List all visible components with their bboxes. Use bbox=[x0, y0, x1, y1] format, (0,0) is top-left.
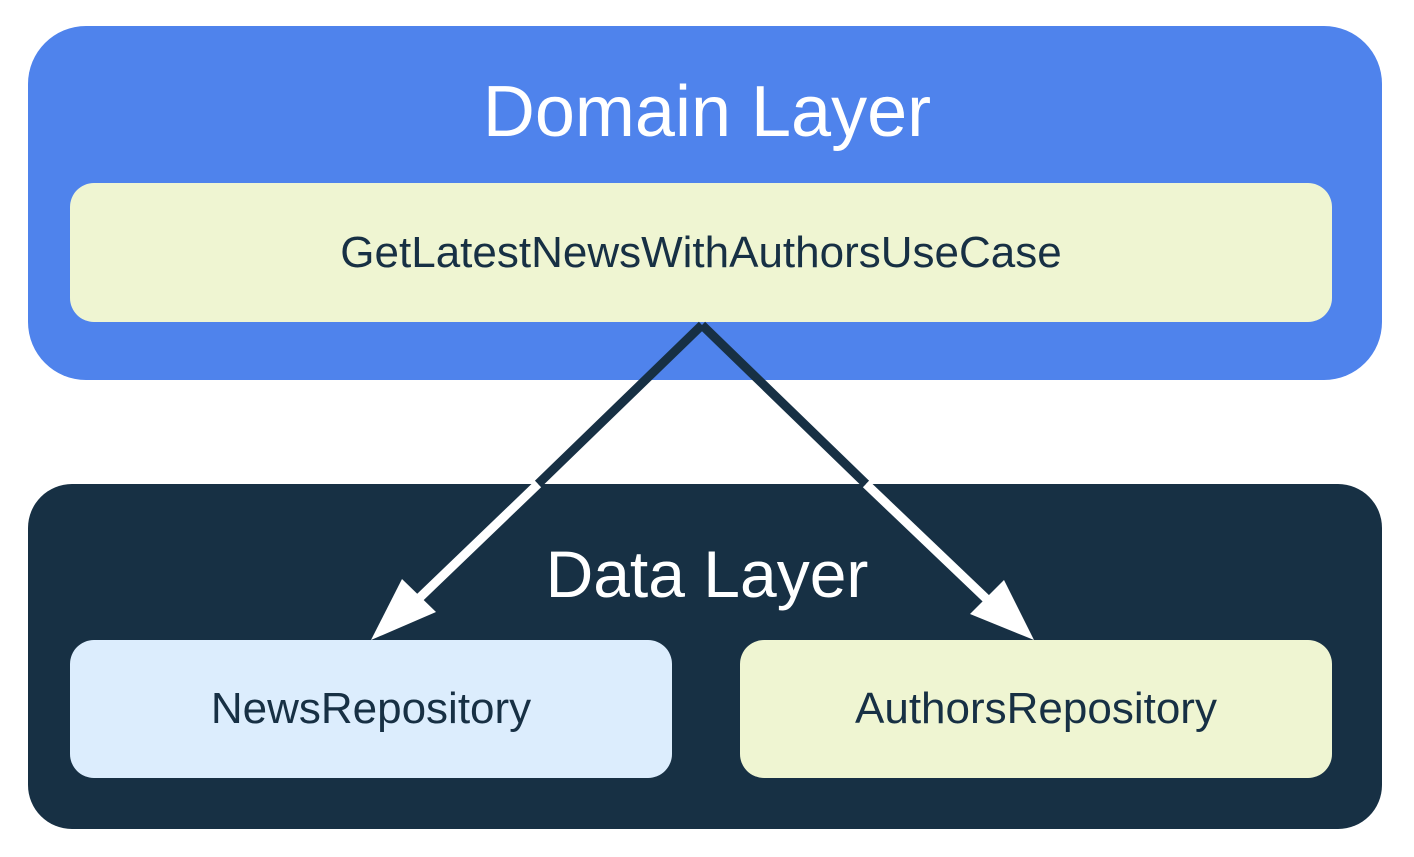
news-repository-box: NewsRepository bbox=[70, 640, 672, 778]
data-layer-title: Data Layer bbox=[545, 537, 869, 611]
domain-layer-title: Domain Layer bbox=[482, 72, 932, 152]
use-case-box: GetLatestNewsWithAuthorsUseCase bbox=[70, 183, 1332, 322]
authors-repository-label: AuthorsRepository bbox=[855, 684, 1217, 733]
authors-repository-box: AuthorsRepository bbox=[740, 640, 1332, 778]
use-case-label: GetLatestNewsWithAuthorsUseCase bbox=[340, 227, 1062, 277]
news-repository-label: NewsRepository bbox=[210, 684, 532, 733]
